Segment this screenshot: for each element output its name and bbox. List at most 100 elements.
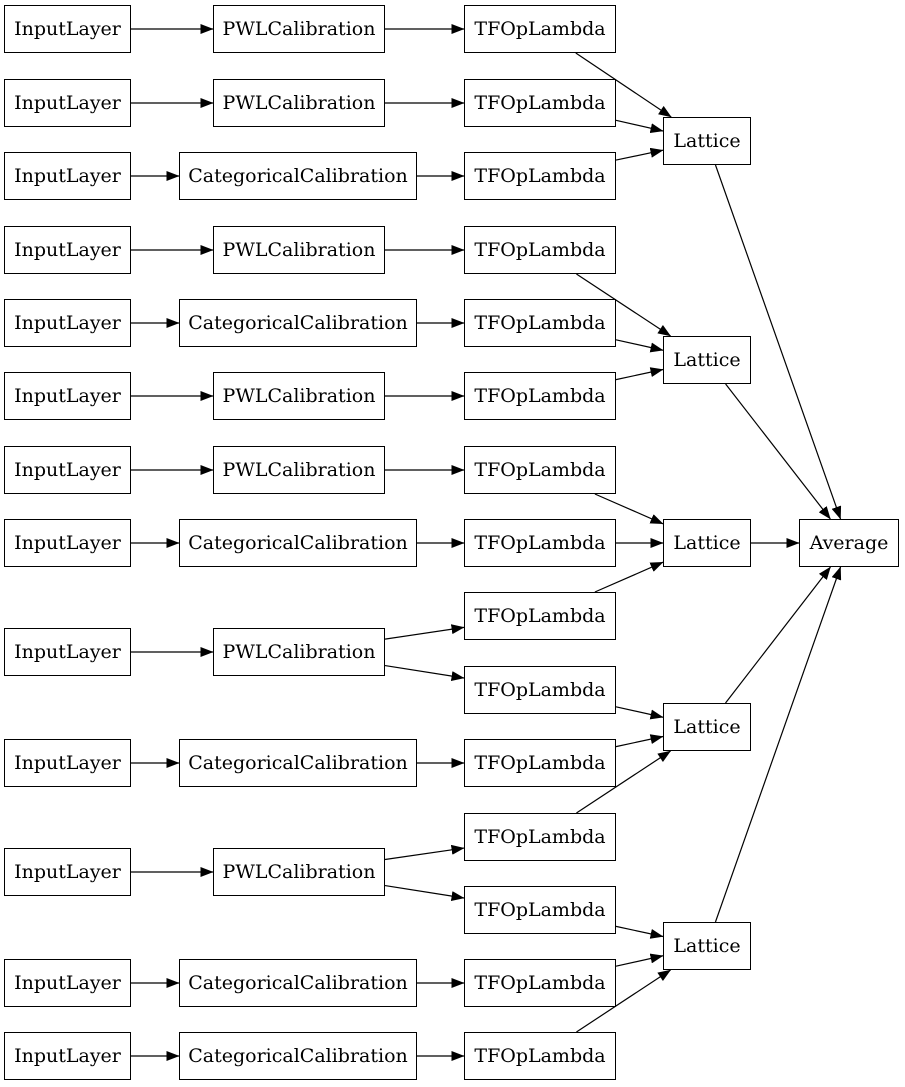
edge-tf6-to-lat2 (615, 367, 664, 381)
node-label: TFOpLambda (474, 751, 606, 774)
node-in6: InputLayer (4, 372, 131, 420)
edge-cal9-to-tf9 (384, 624, 465, 640)
node-tf14: TFOpLambda (464, 959, 616, 1007)
node-in5: InputLayer (4, 299, 131, 347)
node-in2: InputLayer (4, 79, 131, 127)
node-label: TFOpLambda (474, 91, 606, 114)
node-label: Lattice (673, 531, 741, 554)
node-cal11: PWLCalibration (213, 848, 385, 896)
node-in8: InputLayer (4, 519, 131, 567)
node-label: InputLayer (14, 384, 121, 407)
edge-tf9-to-lat3 (594, 561, 664, 593)
node-label: InputLayer (14, 751, 121, 774)
edge-lat5-to-avg (714, 566, 842, 923)
node-cal10: CategoricalCalibration (179, 739, 417, 787)
node-avg: Average (799, 519, 899, 567)
node-label: TFOpLambda (474, 311, 606, 334)
node-in12: InputLayer (4, 959, 131, 1007)
node-label: PWLCalibration (222, 384, 376, 407)
node-lat3: Lattice (663, 519, 751, 567)
node-tf1: TFOpLambda (464, 5, 616, 53)
edge-tf11-to-lat4 (615, 734, 664, 748)
node-label: InputLayer (14, 164, 121, 187)
node-label: TFOpLambda (474, 971, 606, 994)
node-cal7: PWLCalibration (213, 446, 385, 494)
node-in7: InputLayer (4, 446, 131, 494)
node-in11: InputLayer (4, 848, 131, 896)
node-label: PWLCalibration (222, 91, 376, 114)
node-tf2: TFOpLambda (464, 79, 616, 127)
node-tf12: TFOpLambda (464, 813, 616, 861)
node-lat1: Lattice (663, 117, 751, 165)
node-in13: InputLayer (4, 1032, 131, 1080)
node-label: InputLayer (14, 860, 121, 883)
edge-cal9-to-tf10 (384, 664, 465, 682)
node-cal13: CategoricalCalibration (179, 1032, 417, 1080)
edge-cal11-to-tf12 (384, 844, 465, 861)
edge-tf14-to-lat5 (615, 953, 664, 967)
node-label: Lattice (673, 129, 741, 152)
node-label: Average (809, 531, 889, 554)
node-cal6: PWLCalibration (213, 372, 385, 420)
edge-tf13-to-lat5 (615, 925, 664, 939)
node-label: TFOpLambda (474, 164, 606, 187)
node-label: TFOpLambda (474, 825, 606, 848)
node-label: CategoricalCalibration (188, 531, 408, 554)
node-label: Lattice (673, 348, 741, 371)
node-in4: InputLayer (4, 226, 131, 274)
node-label: TFOpLambda (474, 1044, 606, 1067)
edge-cal11-to-tf13 (384, 884, 465, 902)
node-tf3: TFOpLambda (464, 152, 616, 200)
node-label: PWLCalibration (222, 860, 376, 883)
node-label: TFOpLambda (474, 384, 606, 407)
node-tf11: TFOpLambda (464, 739, 616, 787)
node-in9: InputLayer (4, 628, 131, 676)
node-label: PWLCalibration (222, 458, 376, 481)
node-label: InputLayer (14, 640, 121, 663)
node-label: CategoricalCalibration (188, 164, 408, 187)
node-label: TFOpLambda (474, 678, 606, 701)
node-tf4: TFOpLambda (464, 226, 616, 274)
node-label: InputLayer (14, 531, 121, 554)
edge-tf10-to-lat4 (615, 706, 664, 720)
node-tf13: TFOpLambda (464, 886, 616, 934)
node-lat5: Lattice (663, 922, 751, 970)
node-tf9: TFOpLambda (464, 592, 616, 640)
edge-tf2-to-lat1 (615, 119, 664, 134)
node-tf10: TFOpLambda (464, 666, 616, 714)
node-label: TFOpLambda (474, 458, 606, 481)
edge-tf12-to-lat4 (576, 750, 671, 814)
edge-tf5-to-lat2 (615, 339, 664, 353)
node-in3: InputLayer (4, 152, 131, 200)
edge-tf3-to-lat1 (615, 147, 664, 161)
node-label: PWLCalibration (222, 640, 376, 663)
node-label: CategoricalCalibration (188, 1044, 408, 1067)
node-label: TFOpLambda (474, 238, 606, 261)
node-cal9: PWLCalibration (213, 628, 385, 676)
edge-tf4-to-lat2 (576, 273, 671, 337)
node-in10: InputLayer (4, 739, 131, 787)
node-label: TFOpLambda (474, 898, 606, 921)
edge-lat1-to-avg (714, 164, 842, 520)
node-cal5: CategoricalCalibration (179, 299, 417, 347)
node-cal1: PWLCalibration (213, 5, 385, 53)
node-label: InputLayer (14, 1044, 121, 1067)
edge-tf7-to-lat3 (594, 493, 664, 525)
node-tf5: TFOpLambda (464, 299, 616, 347)
edge-lat4-to-avg (725, 566, 831, 704)
node-label: Lattice (673, 715, 741, 738)
node-label: CategoricalCalibration (188, 751, 408, 774)
node-cal4: PWLCalibration (213, 226, 385, 274)
node-cal12: CategoricalCalibration (179, 959, 417, 1007)
node-label: CategoricalCalibration (188, 311, 408, 334)
node-label: InputLayer (14, 458, 121, 481)
node-cal8: CategoricalCalibration (179, 519, 417, 567)
node-label: InputLayer (14, 91, 121, 114)
node-label: InputLayer (14, 311, 121, 334)
edge-lat2-to-avg (725, 383, 831, 520)
node-label: InputLayer (14, 238, 121, 261)
node-in1: InputLayer (4, 5, 131, 53)
node-label: PWLCalibration (222, 238, 376, 261)
node-label: TFOpLambda (474, 17, 606, 40)
